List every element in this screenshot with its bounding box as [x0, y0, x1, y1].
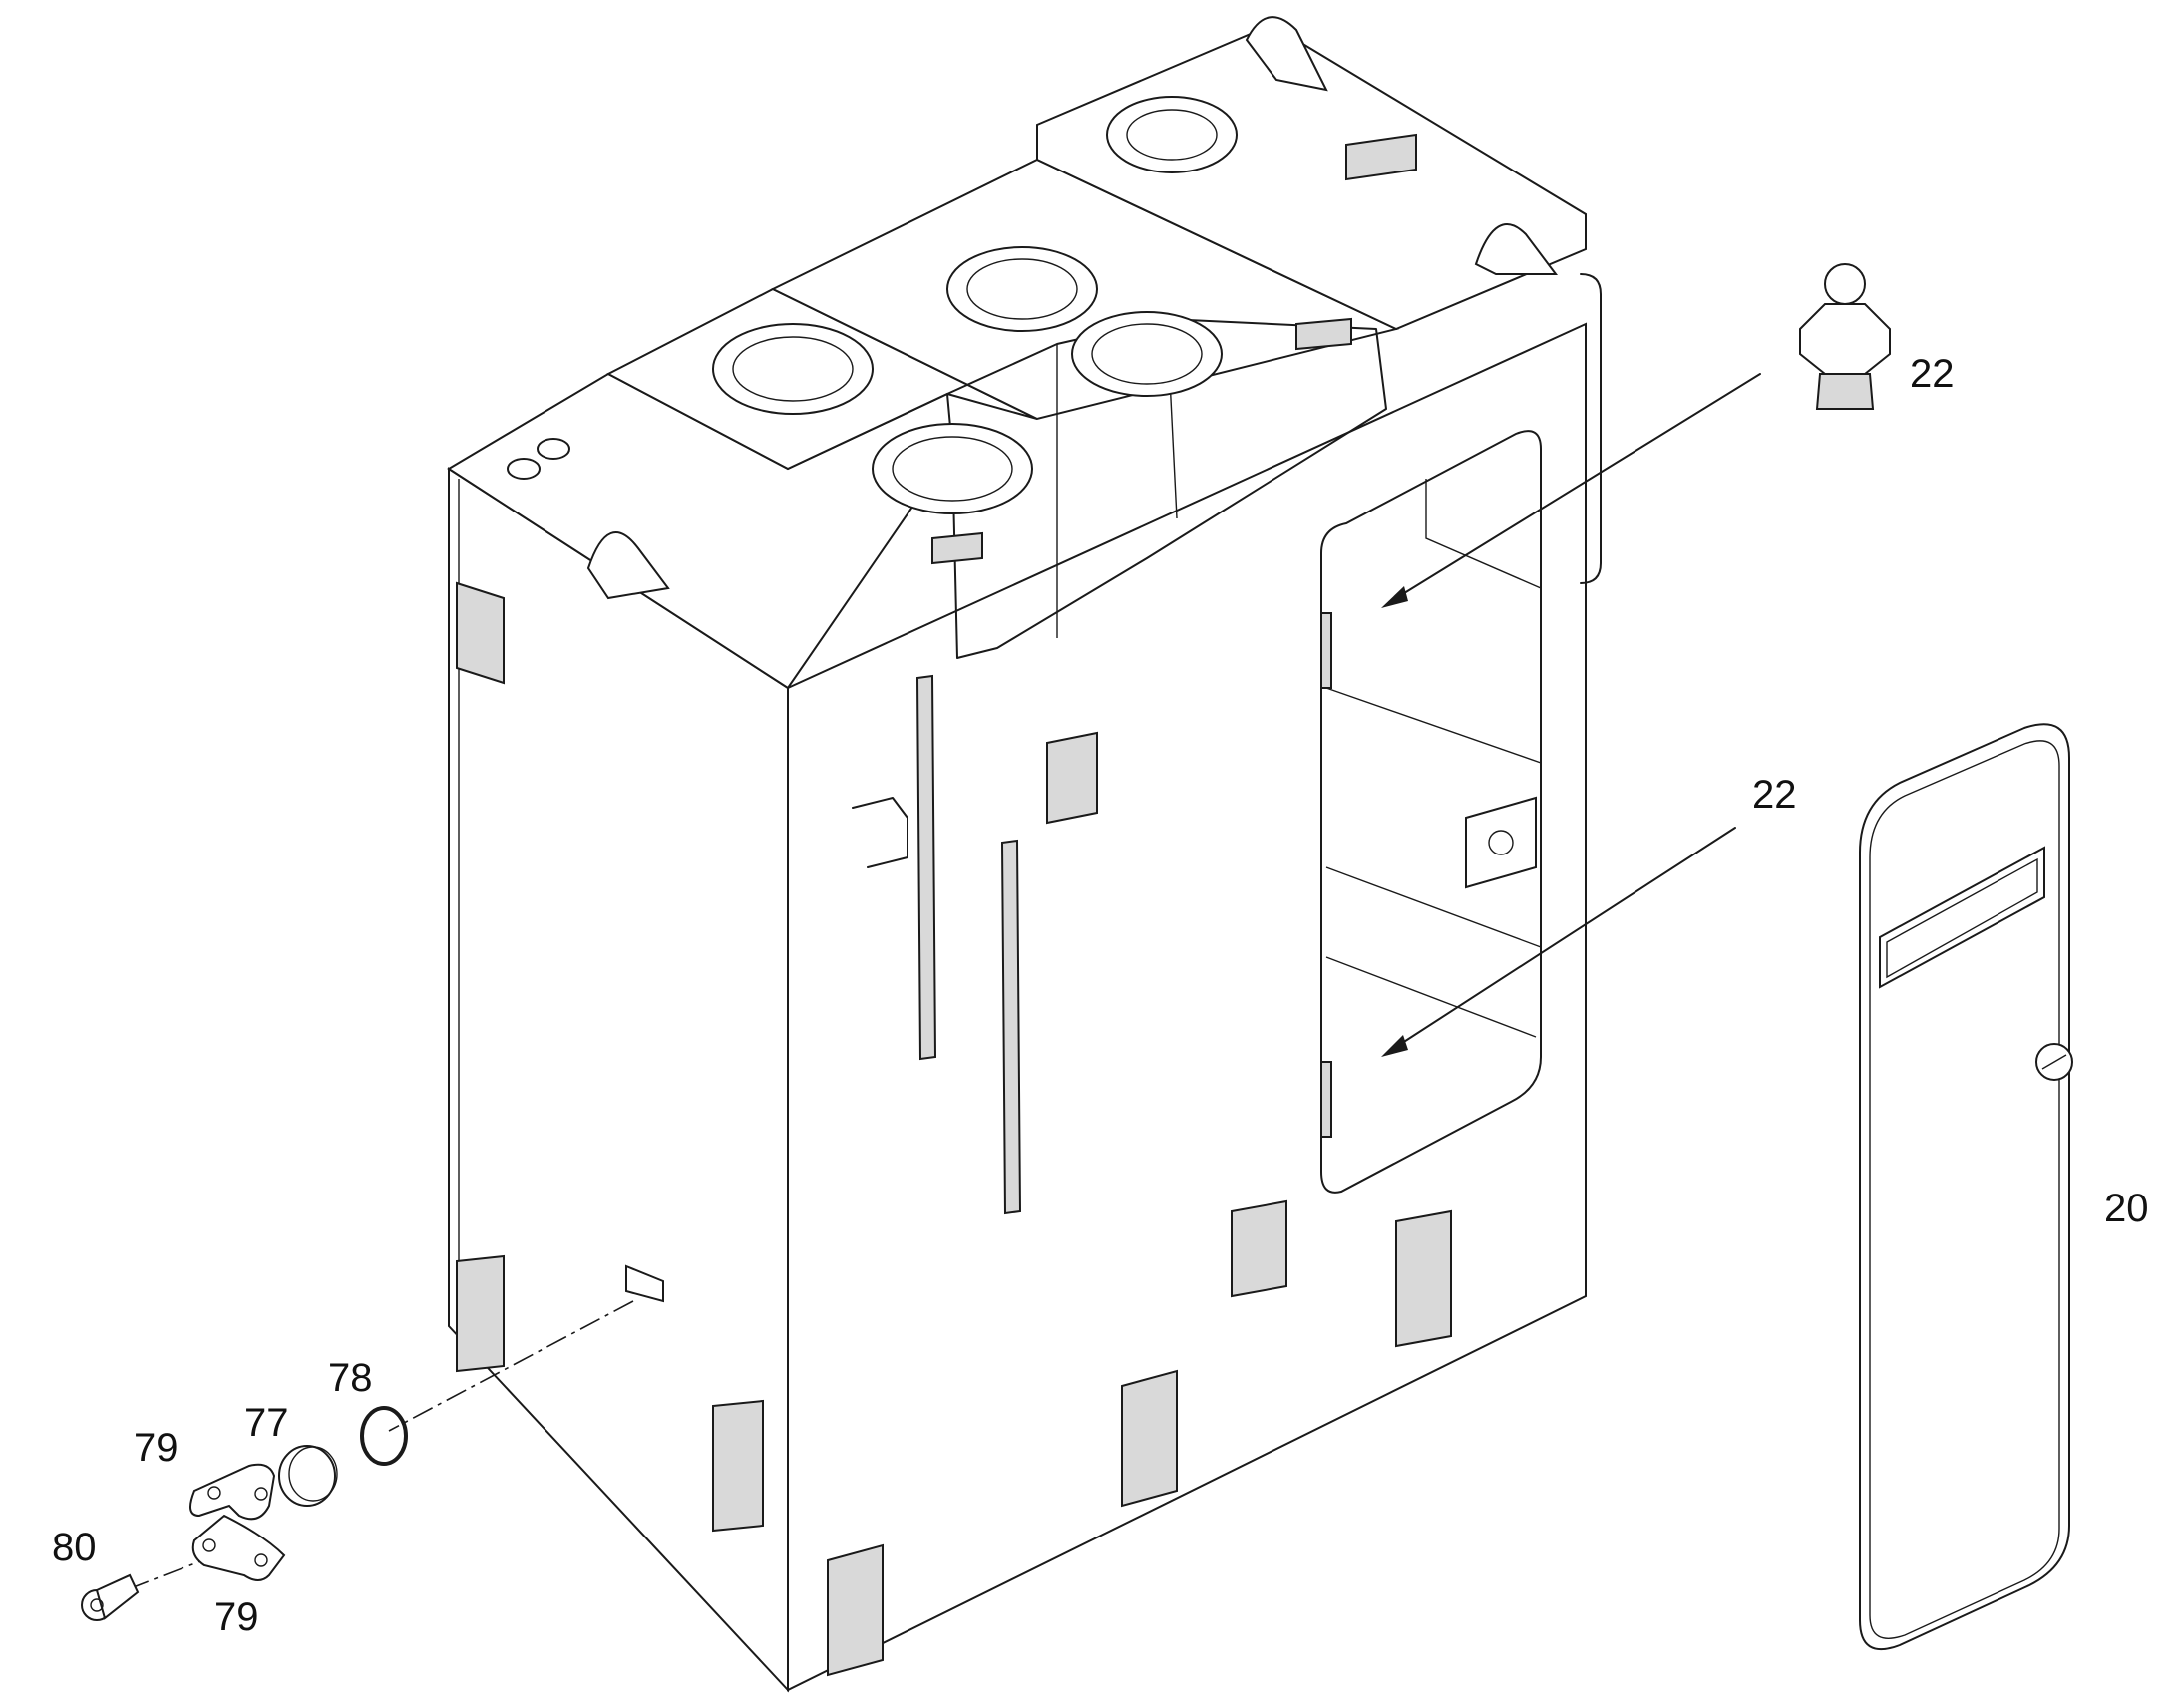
centerline-screw	[99, 1539, 255, 1601]
leader-line-fitting-bottom	[1395, 827, 1736, 1048]
main-housing	[447, 16, 1602, 1693]
callout-22-bottom: 22	[1752, 773, 1797, 817]
callout-79-lower: 79	[214, 1595, 259, 1639]
clamp-half-upper	[189, 1463, 276, 1521]
arrowhead-fitting-bottom	[1381, 1035, 1408, 1057]
lifting-eyes	[586, 16, 1558, 600]
callout-22-top: 22	[1910, 352, 1955, 396]
callout-20: 20	[2104, 1187, 2149, 1230]
callout-80: 80	[52, 1526, 97, 1569]
callout-77: 77	[244, 1401, 289, 1445]
cap-screw	[81, 1573, 140, 1621]
centerline-port	[388, 1300, 634, 1432]
access-door	[1859, 723, 2073, 1650]
rail-right	[1000, 839, 1022, 1215]
wear-pads	[456, 581, 1452, 1677]
grease-fitting-top	[1799, 263, 1891, 410]
service-opening	[1320, 430, 1542, 1194]
leader-line-fitting-top	[1395, 373, 1761, 599]
rail-left	[915, 674, 937, 1061]
opening-internals	[1320, 479, 1542, 1138]
callout-78: 78	[328, 1356, 373, 1400]
snap-ring	[360, 1406, 408, 1466]
arrowhead-fitting-top	[1381, 586, 1408, 608]
callout-79-upper: 79	[134, 1426, 179, 1470]
clamp-half-lower	[191, 1514, 286, 1581]
plug	[278, 1445, 338, 1507]
door-window	[1879, 846, 2045, 989]
top-flange-rings	[507, 96, 1238, 514]
